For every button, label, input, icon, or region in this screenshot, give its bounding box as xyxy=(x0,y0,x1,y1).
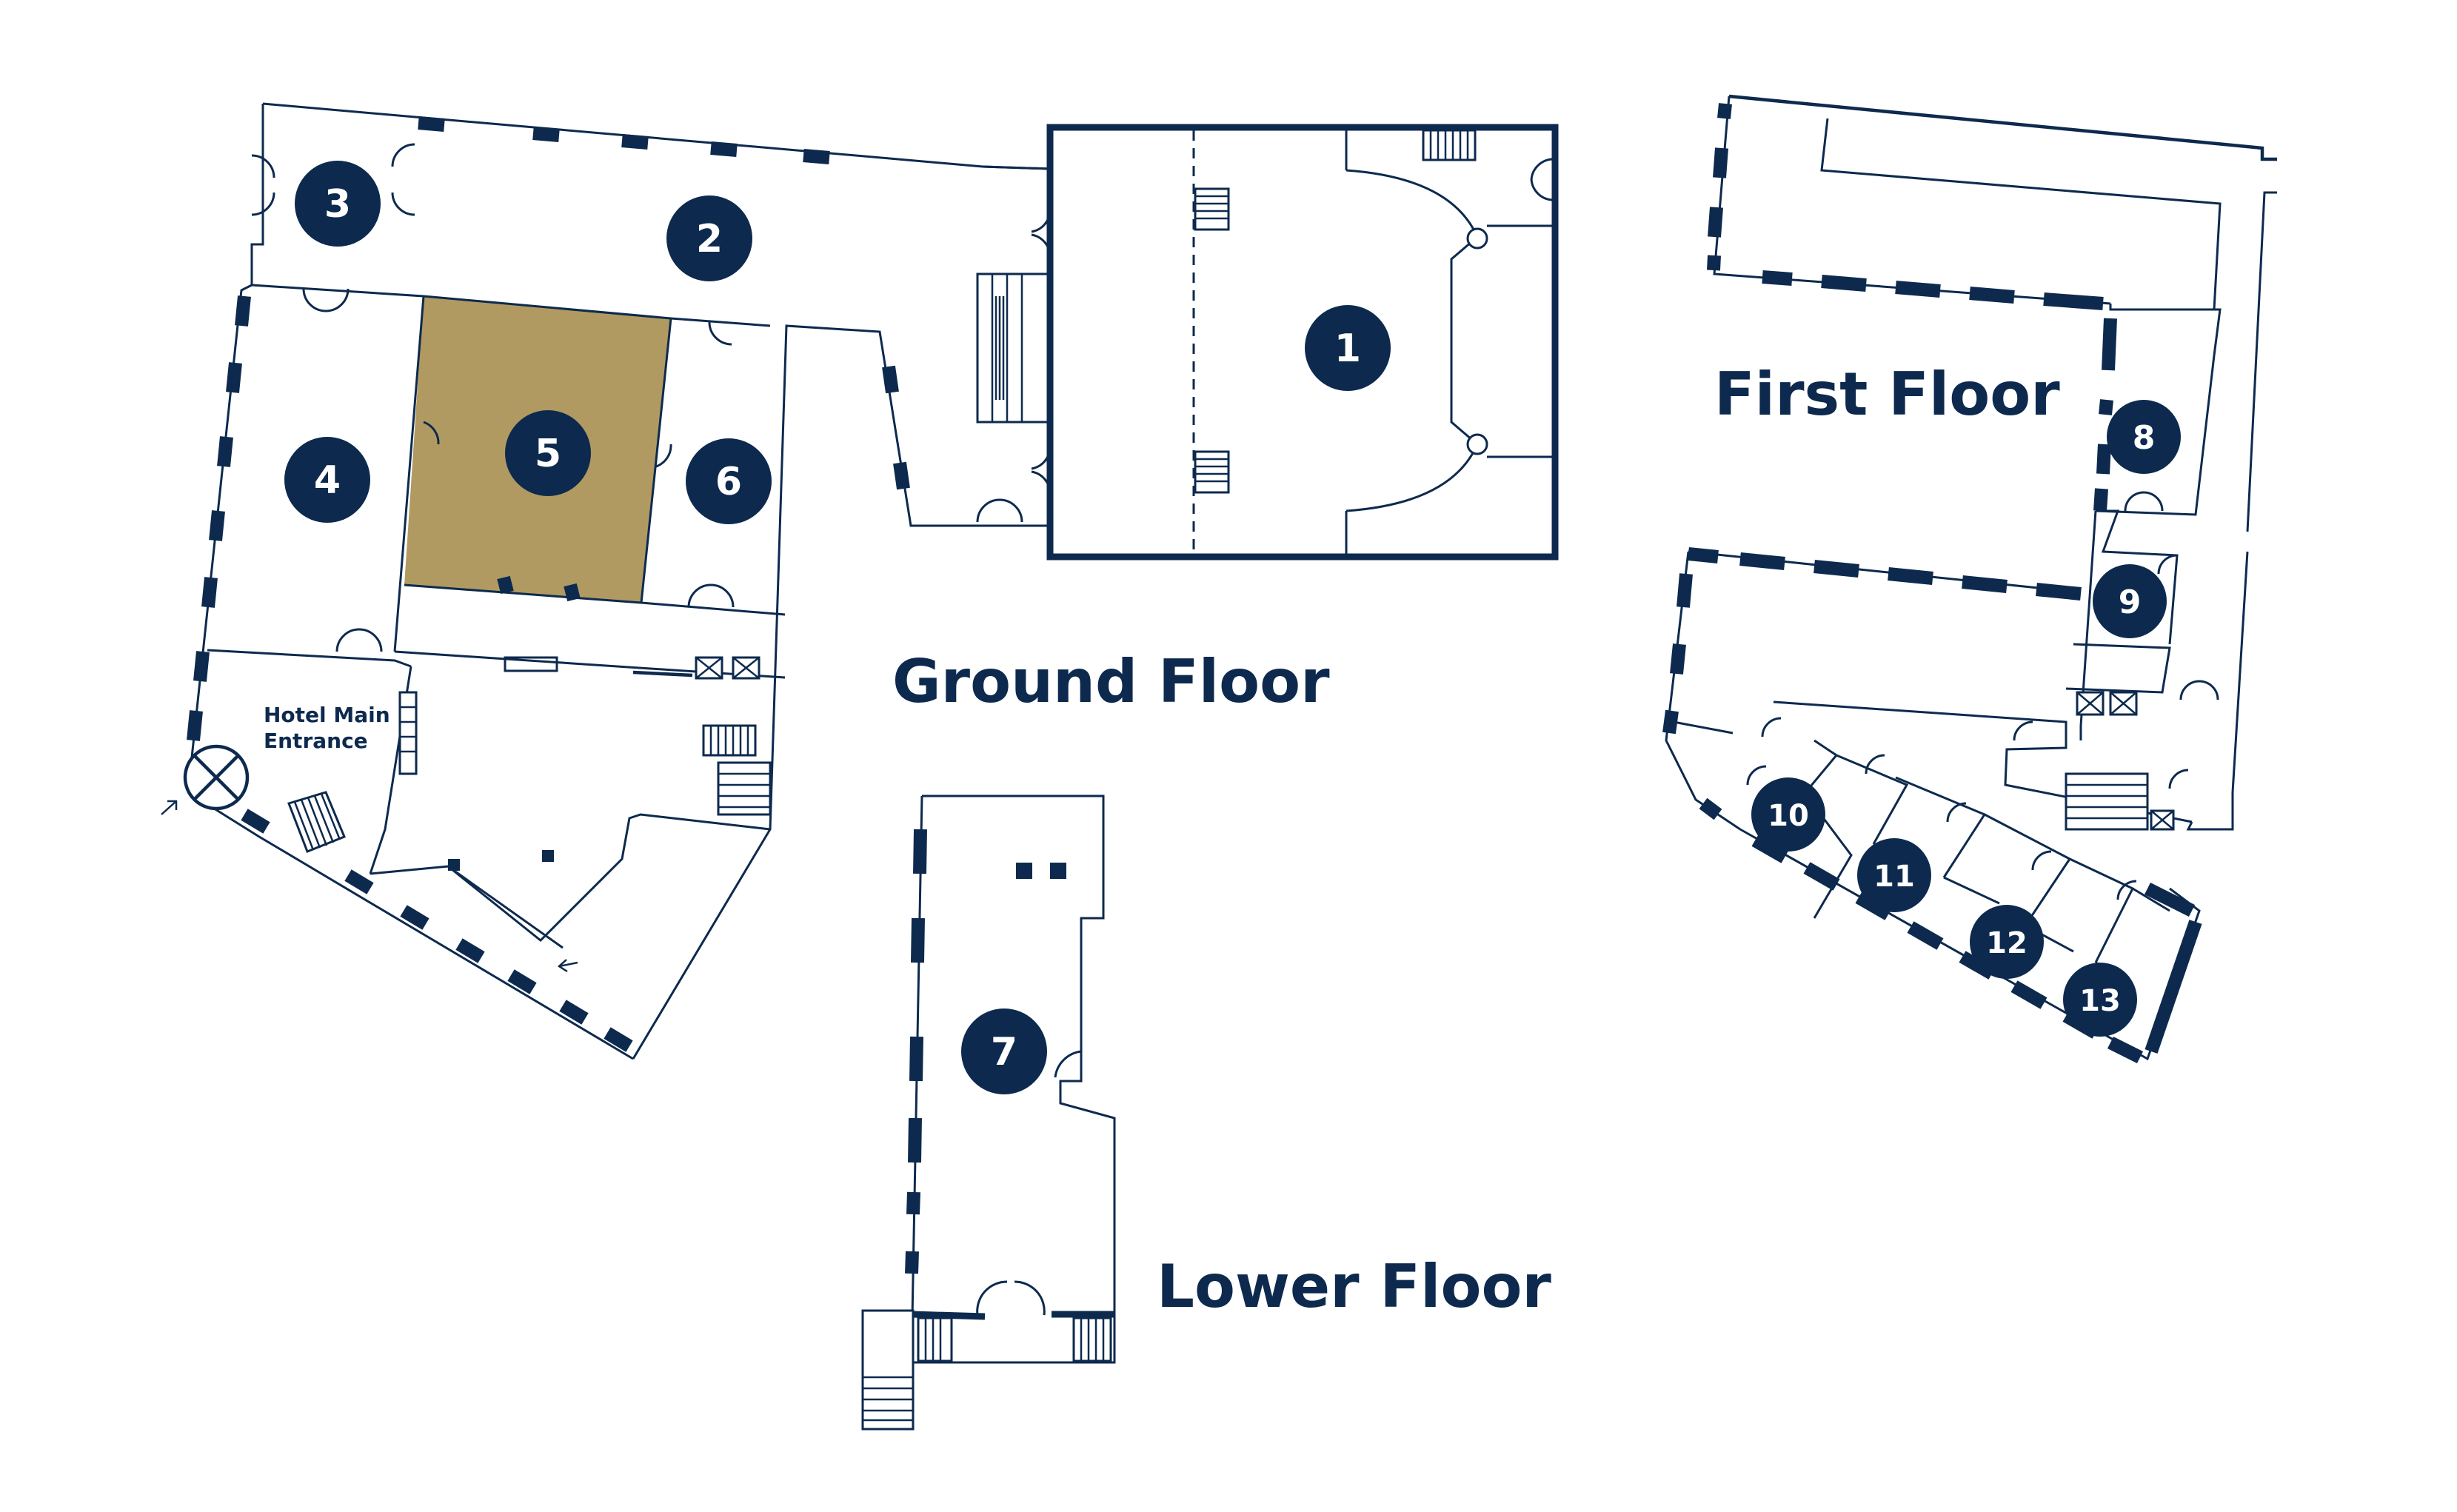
ground-small-lifts xyxy=(695,656,760,680)
room-4-label: 4 xyxy=(314,458,341,503)
room-3-label: 3 xyxy=(324,182,351,227)
room-9-label: 9 xyxy=(2119,583,2142,621)
room-13-label: 13 xyxy=(2079,984,2121,1018)
first-floor-plan xyxy=(1662,94,2277,1064)
theatre-stairs xyxy=(1194,129,1477,494)
room-badges: 1 2 3 4 5 6 7 8 xyxy=(284,161,2181,1094)
room-11-badge[interactable]: 11 xyxy=(1857,838,1931,912)
room-1-label: 1 xyxy=(1334,327,1361,371)
entrance-arrow-icon xyxy=(161,800,578,973)
lower-stairs xyxy=(861,1309,1112,1431)
first-lifts-stairs xyxy=(2065,691,2175,831)
connector-stairs xyxy=(976,272,1049,424)
lower-floor-plan xyxy=(861,795,1116,1431)
first-windows xyxy=(1662,103,2202,1064)
lower-windows xyxy=(905,829,927,1274)
room-11-label: 11 xyxy=(1873,860,1915,894)
room-8-badge[interactable]: 8 xyxy=(2107,400,2181,474)
entrance-label-line2: Entrance xyxy=(264,729,368,753)
ground-floor-label: Ground Floor xyxy=(892,647,1330,716)
room-9-badge[interactable]: 9 xyxy=(2093,564,2167,638)
ground-floor-plan xyxy=(161,102,1559,1060)
first-doors xyxy=(1746,491,2219,900)
room-12-badge[interactable]: 12 xyxy=(1970,905,2044,979)
first-floor-label: First Floor xyxy=(1714,360,2060,429)
ground-stairs xyxy=(287,691,772,853)
room-13-badge[interactable]: 13 xyxy=(2063,963,2137,1037)
room-5-badge[interactable]: 5 xyxy=(505,410,591,496)
room-7-label: 7 xyxy=(991,1030,1017,1074)
room-3-badge[interactable]: 3 xyxy=(295,161,381,247)
room-10-badge[interactable]: 10 xyxy=(1751,777,1825,852)
ground-windows xyxy=(187,116,910,1052)
lower-floor-label: Lower Floor xyxy=(1157,1252,1551,1321)
room-1-badge[interactable]: 1 xyxy=(1305,305,1391,391)
room-5-label: 5 xyxy=(535,432,561,476)
room-8-label: 8 xyxy=(2133,419,2156,457)
ground-doors xyxy=(251,143,1023,652)
revolving-door-icon xyxy=(183,744,250,811)
entrance-label-line1: Hotel Main xyxy=(264,703,390,727)
room-4-badge[interactable]: 4 xyxy=(284,437,370,523)
room-10-label: 10 xyxy=(1768,799,1809,833)
room-6-label: 6 xyxy=(715,460,742,504)
room-6-badge[interactable]: 6 xyxy=(686,438,772,524)
room-2-label: 2 xyxy=(696,217,723,261)
room-12-label: 12 xyxy=(1986,926,2028,960)
room-7-badge[interactable]: 7 xyxy=(961,1008,1047,1094)
room-2-badge[interactable]: 2 xyxy=(666,195,752,281)
